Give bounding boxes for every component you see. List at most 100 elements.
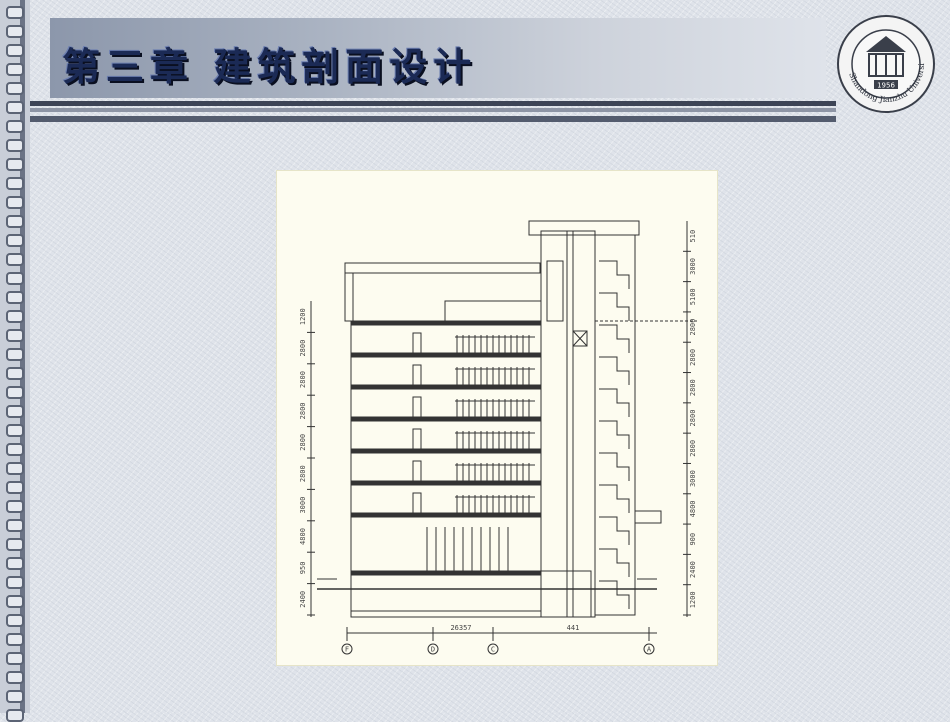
right-dimension-label: 2800 xyxy=(689,440,697,457)
binding-ring xyxy=(6,500,24,513)
axis-label-2: D xyxy=(431,646,435,654)
floor-slab xyxy=(350,570,542,576)
left-dimension-label: 2800 xyxy=(299,371,307,388)
binding-ring xyxy=(6,652,24,665)
left-dimension-label: 3000 xyxy=(299,497,307,514)
stair-flight xyxy=(599,260,630,289)
left-dimension-label: 2800 xyxy=(299,465,307,482)
left-dimension-label: 950 xyxy=(299,562,307,575)
left-dimension-label: 2800 xyxy=(299,340,307,357)
binding-ring xyxy=(6,63,24,76)
stair-flight xyxy=(599,292,630,321)
university-logo: Shandong Jianzhu University 1956 xyxy=(833,7,936,114)
stair-flight xyxy=(599,356,630,385)
right-dimension-label: 2800 xyxy=(689,319,697,336)
axis-label-4: A xyxy=(647,646,652,654)
binding-ring xyxy=(6,196,24,209)
floor-slab xyxy=(350,352,542,358)
right-dimension-label: 3000 xyxy=(689,470,697,487)
door-mark xyxy=(412,428,422,452)
spiral-binding xyxy=(0,0,30,722)
binding-ring xyxy=(6,6,24,19)
floor-slab xyxy=(350,416,542,422)
binding-ring xyxy=(6,139,24,152)
binding-ring xyxy=(6,120,24,133)
door-mark xyxy=(412,396,422,420)
binding-ring xyxy=(6,405,24,418)
stair-flight xyxy=(599,420,630,449)
binding-ring xyxy=(6,310,24,323)
left-dimension-label: 1200 xyxy=(299,308,307,325)
binding-ring xyxy=(6,253,24,266)
binding-ring xyxy=(6,481,24,494)
right-dimension-label: 2800 xyxy=(689,379,697,396)
binding-ring xyxy=(6,671,24,684)
small-dimension: 441 xyxy=(567,624,580,632)
door-mark xyxy=(412,492,422,516)
right-dimension-label: 2800 xyxy=(689,410,697,427)
door-mark xyxy=(412,364,422,388)
left-dimension-label: 4800 xyxy=(299,528,307,545)
building-section-drawing: 26357 441 F D C A 2400 950 4800 3000 2800 280… xyxy=(276,170,718,666)
binding-ring xyxy=(6,82,24,95)
right-dimension-label: 3000 xyxy=(689,258,697,275)
title-banner xyxy=(50,18,826,98)
right-dimension-label: 510 xyxy=(689,230,697,243)
binding-ring xyxy=(6,367,24,380)
binding-ring xyxy=(6,519,24,532)
binding-ring xyxy=(6,690,24,703)
binding-ring xyxy=(6,443,24,456)
header-rule-middle xyxy=(30,108,836,112)
binding-ring xyxy=(6,234,24,247)
floor-slab xyxy=(350,480,542,486)
binding-ring xyxy=(6,44,24,57)
binding-ring xyxy=(6,348,24,361)
right-dimension-label: 5100 xyxy=(689,288,697,305)
left-dimension-label: 2400 xyxy=(299,591,307,608)
stair-flight xyxy=(599,452,630,481)
binding-ring xyxy=(6,101,24,114)
slide-title: 第三章 建筑剖面设计 xyxy=(62,44,478,89)
binding-ring xyxy=(6,614,24,627)
binding-ring xyxy=(6,386,24,399)
binding-ring xyxy=(6,462,24,475)
stair-flight xyxy=(599,484,630,513)
binding-ring xyxy=(6,709,24,722)
axis-label-3: C xyxy=(491,646,495,654)
door-mark xyxy=(412,332,422,356)
floor-slab xyxy=(350,448,542,454)
stair-flight xyxy=(599,388,630,417)
stair-flight xyxy=(599,548,630,577)
stair-flight xyxy=(599,580,630,609)
binding-ring xyxy=(6,177,24,190)
floor-slab xyxy=(350,384,542,390)
binding-ring xyxy=(6,291,24,304)
binding-ring xyxy=(6,272,24,285)
right-dimension-label: 900 xyxy=(689,533,697,546)
right-dimension-label: 2800 xyxy=(689,349,697,366)
left-dimension-label: 2800 xyxy=(299,402,307,419)
axis-label-1: F xyxy=(345,646,349,654)
binding-ring xyxy=(6,557,24,570)
binding-ring xyxy=(6,329,24,342)
binding-ring xyxy=(6,633,24,646)
left-dimension-label: 2800 xyxy=(299,434,307,451)
binding-ring xyxy=(6,424,24,437)
binding-ring xyxy=(6,158,24,171)
header-rule-top xyxy=(30,101,836,106)
total-width-dimension: 26357 xyxy=(450,624,471,632)
binding-ring xyxy=(6,576,24,589)
right-dimension-label: 1200 xyxy=(689,591,697,608)
stair-flight xyxy=(599,324,630,353)
right-dimension-label: 2400 xyxy=(689,561,697,578)
binding-ring xyxy=(6,538,24,551)
door-mark xyxy=(412,460,422,484)
stair-flight xyxy=(599,516,630,545)
right-dimension-label: 4800 xyxy=(689,500,697,517)
binding-ring xyxy=(6,215,24,228)
header-rule-bottom xyxy=(30,116,836,122)
binding-ring xyxy=(6,25,24,38)
svg-text:1956: 1956 xyxy=(877,82,895,90)
binding-ring xyxy=(6,595,24,608)
floor-slab xyxy=(350,512,542,518)
